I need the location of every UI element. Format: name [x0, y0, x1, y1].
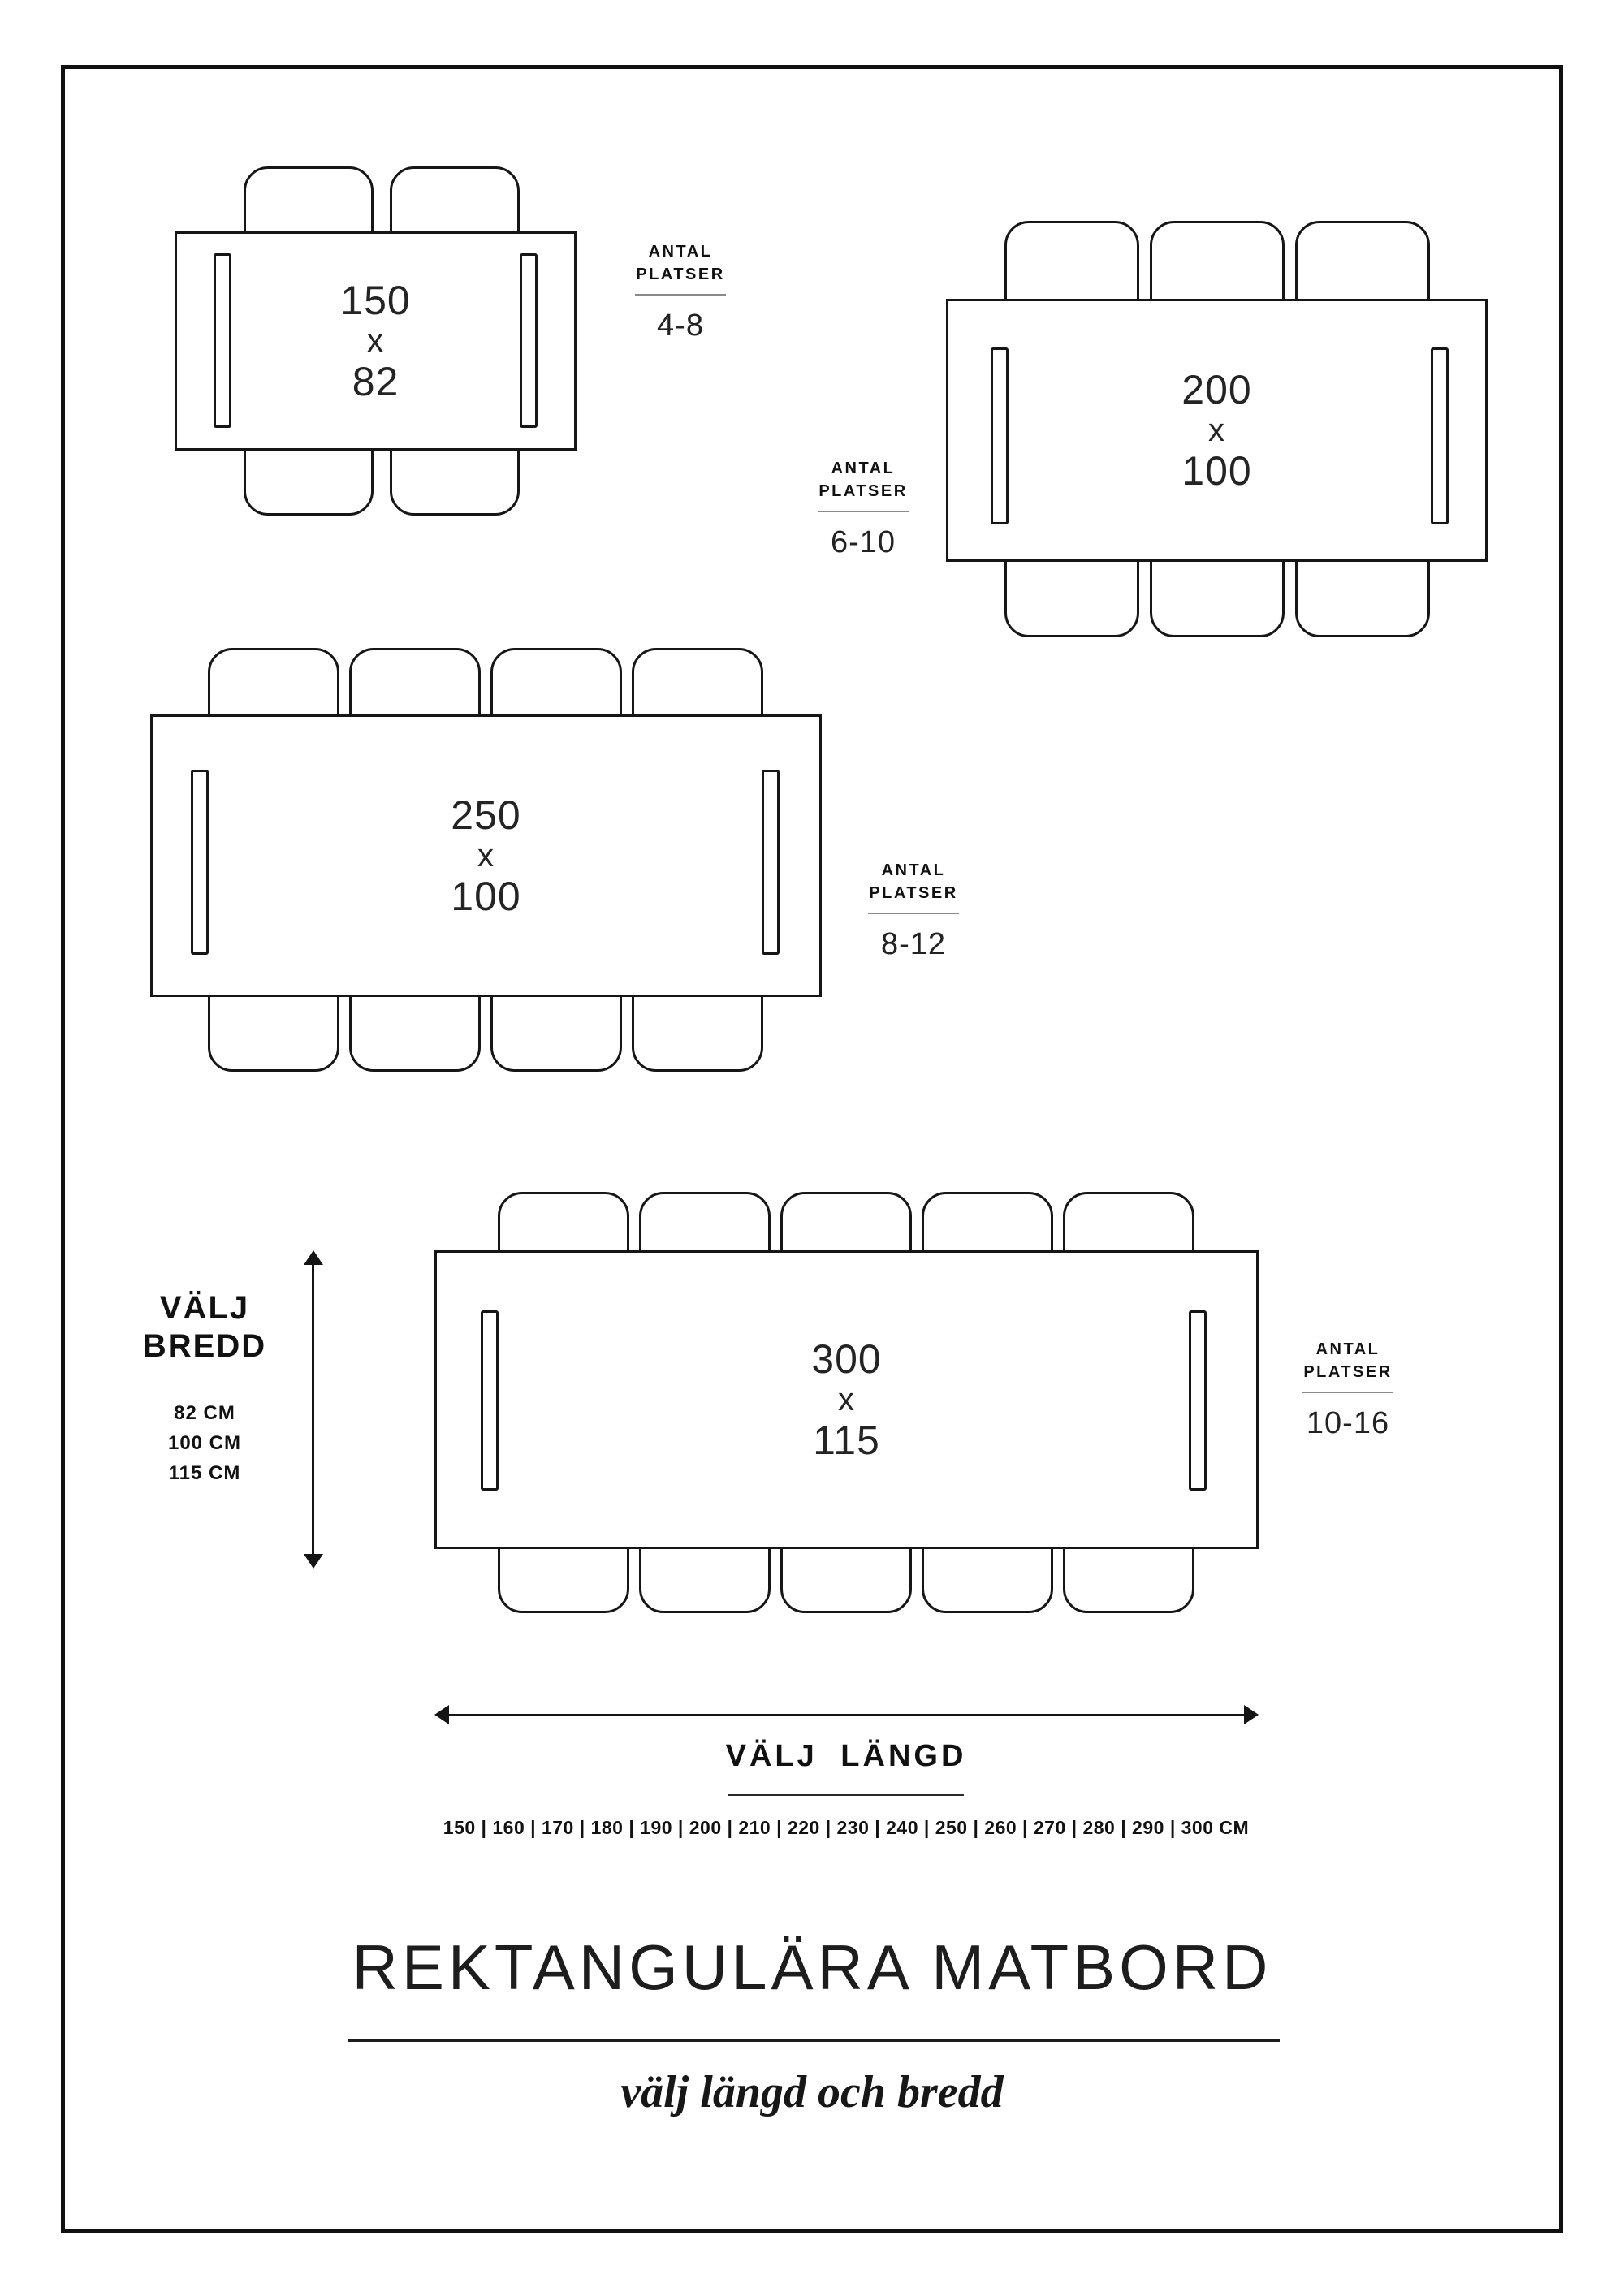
table-length: 300	[811, 1336, 882, 1382]
dimension-separator: x	[1208, 412, 1225, 448]
arrow-left-icon	[434, 1705, 449, 1724]
arrow-line	[312, 1262, 314, 1556]
tabletop: 250 x 100	[150, 714, 822, 997]
bredd-label: BREDD	[142, 1328, 267, 1365]
seats-underline	[868, 913, 959, 914]
tabletop: 150 x 82	[175, 231, 577, 451]
width-option: 115 CM	[168, 1462, 241, 1485]
platser-label: PLATSER	[636, 265, 725, 283]
platser-label: PLATSER	[869, 884, 958, 902]
seats-underline	[635, 294, 726, 296]
width-selector-label: VÄLJ BREDD	[123, 1289, 286, 1366]
table-length: 200	[1181, 366, 1252, 412]
seats-label: ANTAL PLATSER	[620, 240, 741, 286]
table-leg-mark	[762, 770, 780, 955]
table-width: 82	[352, 359, 400, 405]
antal-label: ANTAL	[648, 243, 713, 261]
dimension-separator: x	[838, 1381, 855, 1418]
table-length: 250	[451, 792, 521, 838]
table-width: 115	[813, 1418, 880, 1464]
arrow-up-icon	[304, 1250, 323, 1265]
width-option: 100 CM	[167, 1432, 242, 1455]
arrow-down-icon	[304, 1554, 323, 1569]
dimension-separator: x	[477, 837, 495, 874]
seats-label: ANTAL PLATSER	[802, 457, 924, 503]
table-dimensions: 150 x 82	[340, 278, 410, 405]
length-selector-label: VÄLJ LÄNGD	[725, 1739, 967, 1773]
platser-label: PLATSER	[1303, 1363, 1393, 1381]
seats-block: ANTAL PLATSER 4-8	[620, 240, 741, 343]
platser-label: PLATSER	[818, 482, 908, 500]
antal-label: ANTAL	[881, 861, 946, 879]
table-width: 100	[1181, 448, 1252, 494]
length-label-underline	[728, 1794, 964, 1796]
poster-title: REKTANGULÄRA MATBORD	[352, 1931, 1272, 2003]
antal-label: ANTAL	[1315, 1340, 1380, 1358]
table-leg-mark	[520, 253, 538, 428]
seats-value: 6-10	[830, 525, 896, 559]
length-arrow	[434, 1703, 1259, 1728]
tabletop: 200 x 100	[946, 299, 1488, 562]
length-options: 150 | 160 | 170 | 180 | 190 | 200 | 210 …	[443, 1817, 1250, 1838]
seats-value: 10-16	[1306, 1406, 1390, 1440]
dimension-separator: x	[367, 322, 384, 359]
seats-value: 4-8	[657, 309, 704, 343]
seats-value: 8-12	[880, 927, 947, 961]
seats-label: ANTAL PLATSER	[1287, 1338, 1409, 1383]
table-dimensions: 250 x 100	[451, 792, 520, 920]
poster-frame	[61, 65, 1563, 2233]
table-leg-mark	[191, 770, 209, 955]
arrow-right-icon	[1244, 1705, 1259, 1724]
arrow-line	[447, 1714, 1246, 1716]
title-underline	[348, 2039, 1280, 2042]
valj-label: VÄLJ	[159, 1290, 250, 1326]
table-leg-mark	[1431, 347, 1449, 524]
width-option: 82 CM	[174, 1402, 235, 1424]
seats-label: ANTAL PLATSER	[853, 859, 974, 904]
table-leg-mark	[991, 347, 1009, 524]
width-options: 82 CM 100 CM 115 CM	[123, 1398, 286, 1489]
table-leg-mark	[481, 1310, 499, 1491]
seats-block: ANTAL PLATSER 10-16	[1287, 1338, 1409, 1441]
seats-block: ANTAL PLATSER 8-12	[853, 859, 974, 962]
table-dimensions: 300 x 115	[811, 1336, 881, 1464]
tabletop: 300 x 115	[434, 1250, 1259, 1549]
seats-underline	[1302, 1392, 1393, 1393]
table-dimensions: 200 x 100	[1181, 367, 1251, 494]
table-width: 100	[451, 874, 521, 920]
width-arrow	[302, 1250, 325, 1569]
seats-underline	[818, 511, 909, 512]
table-leg-mark	[214, 253, 231, 428]
antal-label: ANTAL	[831, 460, 896, 477]
table-length: 150	[340, 277, 411, 323]
seats-block: ANTAL PLATSER 6-10	[802, 457, 924, 560]
table-leg-mark	[1189, 1310, 1207, 1491]
poster-subtitle: välj längd och bredd	[620, 2067, 1004, 2117]
